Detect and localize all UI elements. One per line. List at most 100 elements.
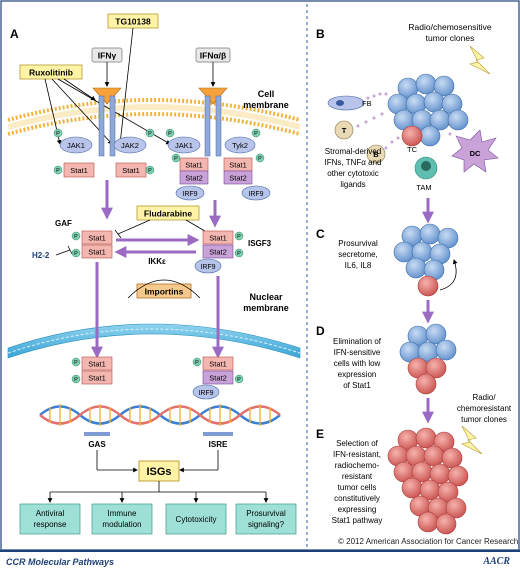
isgf3-label: ISGF3 [248, 239, 272, 248]
panel-d-text-5: of Stat1 [343, 381, 371, 390]
resistant-label-2: chemoresistant [457, 404, 512, 413]
stat1-ab-right-label: Stat1 [229, 161, 247, 170]
radiation-bolt-icon [469, 45, 491, 75]
svg-text:P: P [237, 377, 241, 383]
gaf-label: GAF [55, 219, 72, 228]
gas-site [84, 432, 110, 436]
svg-text:P: P [56, 168, 60, 174]
isgf3-stat1 [202, 230, 234, 245]
outcome-immune-line1: Immune [108, 509, 137, 518]
gas-label: GAS [88, 440, 106, 449]
dna-helix [39, 404, 281, 426]
stat1-gamma-right-label: Stat1 [122, 166, 140, 175]
irf9-ab-right [241, 185, 271, 201]
panel-e-text-4: resistant [342, 472, 373, 481]
outcome-antiviral [19, 503, 81, 535]
b-cell [366, 144, 386, 164]
copyright: © 2012 American Association for Cancer R… [338, 537, 519, 546]
aacr-logo: AACR [483, 556, 510, 567]
gaf-stat1-top-label: Stat1 [88, 234, 106, 243]
nuc-phospho-labels: PP PP [74, 360, 241, 383]
stat1-gamma-left-label: Stat1 [70, 166, 88, 175]
svg-text:P: P [148, 131, 152, 137]
isgf3-irf9-label: IRF9 [200, 264, 215, 271]
nuclear-membrane [7, 323, 301, 359]
svg-text:P: P [258, 156, 262, 162]
outcome-immune-line2: modulation [102, 520, 141, 529]
panel-e-letter: E [316, 427, 324, 441]
stat2-ab-right [223, 170, 253, 185]
panel-d-text-2: IFN-sensitive [334, 348, 381, 357]
nuc-irf9 [192, 384, 220, 400]
sensitive-clones-label-1: Radio/chemosensitive [408, 22, 491, 32]
cell-membrane-label-1: Cell [258, 89, 275, 99]
svg-text:P: P [148, 168, 152, 174]
h22-inhibition [55, 245, 73, 256]
stat2-ab-left-label: Stat2 [185, 174, 203, 183]
panel-d-text-4: expression [338, 370, 377, 379]
fibroblast [327, 95, 365, 111]
panel-e-text-2: IFN-resistant, [333, 450, 381, 459]
isgf3-irf9 [194, 258, 222, 274]
jak1-left-label: JAK1 [67, 141, 85, 150]
stromal-text-1: Stromal-derived [325, 147, 381, 156]
irf9-ab-left-label: IRF9 [182, 191, 197, 198]
resistant-label-3: tumor clones [461, 415, 507, 424]
jak2 [113, 136, 147, 154]
jak1-right-label: JAK1 [175, 141, 193, 150]
gaf-stat1-bottom-label: Stat1 [88, 248, 106, 257]
footer-bar: CCR Molecular Pathways © 2012 American A… [0, 537, 520, 574]
panel-d-text-1: Elimination of [333, 337, 382, 346]
t-cell [334, 120, 354, 140]
fludarabine-box [136, 205, 200, 221]
tam-label: TAM [416, 183, 431, 192]
isgf3-stat2-label: Stat2 [209, 248, 227, 257]
cytokine-dots [356, 92, 460, 150]
panel-e-text-6: constitutively [334, 494, 380, 503]
jak2-label: JAK2 [121, 141, 139, 150]
cell-membrane [7, 98, 301, 136]
jak1-right [167, 136, 201, 154]
svg-text:P: P [74, 234, 78, 240]
svg-text:P: P [56, 131, 60, 137]
nuc-stat1-b-label: Stat1 [88, 374, 106, 383]
fludarabine-label: Fludarabine [144, 209, 192, 219]
sensitive-clones-label-2: tumor clones [426, 33, 475, 43]
nuclear-membrane-label-1: Nuclear [249, 292, 283, 302]
tumor-cluster-e [387, 427, 469, 535]
irf9-ab-right-label: IRF9 [248, 191, 263, 198]
svg-text:P: P [195, 360, 199, 366]
panel-d-text-3: cells with low [334, 359, 381, 368]
gaf-phospho-labels: PP [74, 234, 78, 257]
isre-label: ISRE [209, 440, 228, 449]
phospho-markers-upper [53, 128, 265, 175]
fb-label: FB [362, 99, 372, 108]
nuc-stat1-c [202, 356, 234, 371]
importins-arc [127, 279, 201, 299]
outcome-prosurvival-line1: Prosurvival [246, 509, 286, 518]
panel-e-text-3: radiochemo- [335, 461, 380, 470]
tg10138-label: TG10138 [115, 17, 151, 27]
panel-a-letter: A [10, 27, 19, 41]
outcome-antiviral-line2: response [34, 520, 67, 529]
journal-name: CCR Molecular Pathways [6, 557, 115, 567]
tumor-cluster-b [387, 73, 469, 147]
gaf-phospho [71, 231, 81, 258]
panel-b-letter: B [316, 27, 325, 41]
dendritic-cell [451, 129, 499, 173]
nuc-stat1-a-label: Stat1 [88, 360, 106, 369]
panel-e-text-8: Stat1 pathway [332, 516, 383, 525]
svg-text:P: P [168, 131, 172, 137]
ruxolitinib-label: Ruxolitinib [29, 68, 73, 78]
resistant-label-1: Radio/ [472, 393, 496, 402]
autocrine-loop-arrow [439, 259, 458, 291]
outcome-prosurvival-line2: signaling? [248, 520, 285, 529]
isgf3-phospho-labels: PP [237, 234, 241, 257]
stromal-text-3: other cytotoxic [327, 169, 379, 178]
nuclear-membrane-label-2: membrane [243, 303, 289, 313]
svg-text:P: P [74, 251, 78, 257]
tumor-cluster-c [393, 223, 459, 297]
isgs-label: ISGs [146, 466, 171, 478]
dc-label: DC [470, 149, 481, 158]
